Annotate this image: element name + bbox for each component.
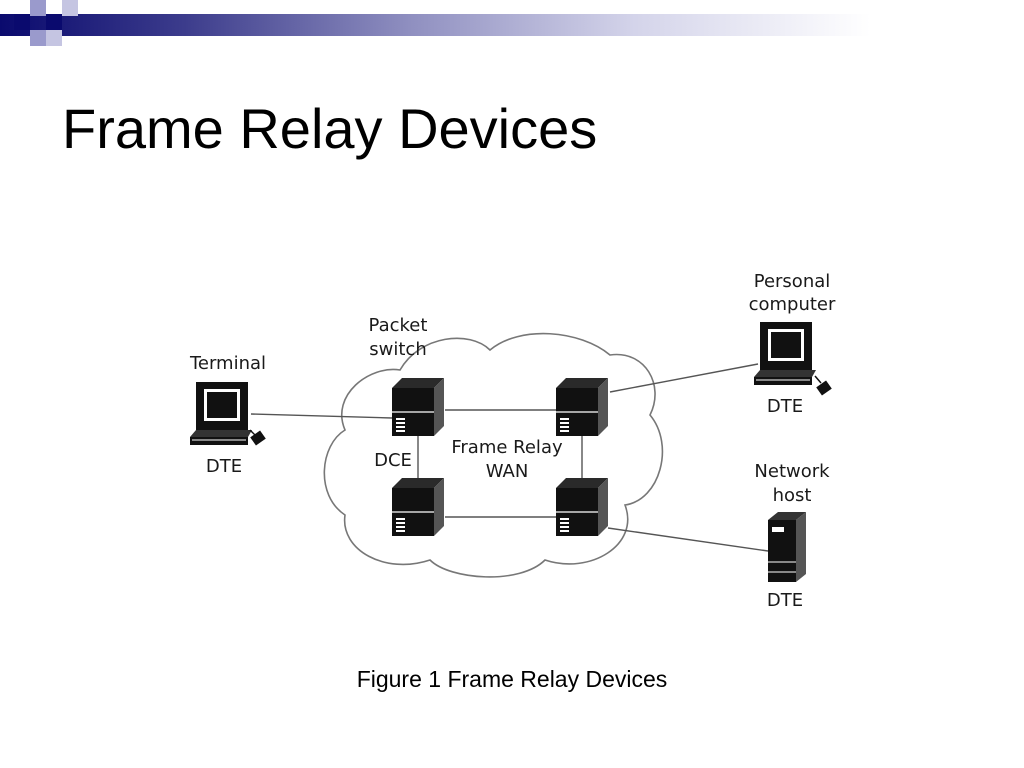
packet-switch-icon [391, 477, 445, 537]
deco-square-light [30, 0, 46, 16]
figure-caption: Figure 1 Frame Relay Devices [356, 666, 668, 692]
deco-square-light [62, 0, 78, 16]
packet-switch-label-line1: Packet [369, 315, 428, 336]
pc-dte-label: DTE [767, 396, 803, 417]
dce-label: DCE [374, 450, 412, 471]
pc-label-line2: computer [749, 294, 836, 315]
terminal-label: Terminal [189, 353, 266, 374]
personal-computer-icon [753, 321, 832, 396]
packet-switch-label-line2: switch [369, 339, 426, 360]
pc-label-line1: Personal [754, 271, 831, 292]
terminal-icon [189, 381, 266, 446]
link-switch-host [607, 527, 769, 552]
deco-square-light [46, 30, 62, 46]
host-label-line1: Network [754, 461, 830, 482]
host-dte-label: DTE [767, 590, 803, 611]
slide-title: Frame Relay Devices [62, 97, 598, 160]
deco-square-light [30, 30, 46, 46]
packet-switch-icon [555, 477, 609, 537]
packet-switch-icon [391, 377, 445, 437]
link-terminal-switch [250, 413, 393, 419]
network-host-icon [768, 512, 806, 582]
connection-lines [250, 363, 769, 552]
deco-square-dark [46, 14, 62, 30]
packet-switch-icon [555, 377, 609, 437]
header-gradient-band [0, 14, 1024, 36]
wan-label-line2: WAN [486, 461, 529, 482]
deco-square-dark [14, 14, 30, 30]
link-switch-pc [609, 363, 759, 393]
host-label-line2: host [773, 485, 812, 506]
terminal-dte-label: DTE [206, 456, 242, 477]
wan-label-line1: Frame Relay [451, 437, 563, 458]
